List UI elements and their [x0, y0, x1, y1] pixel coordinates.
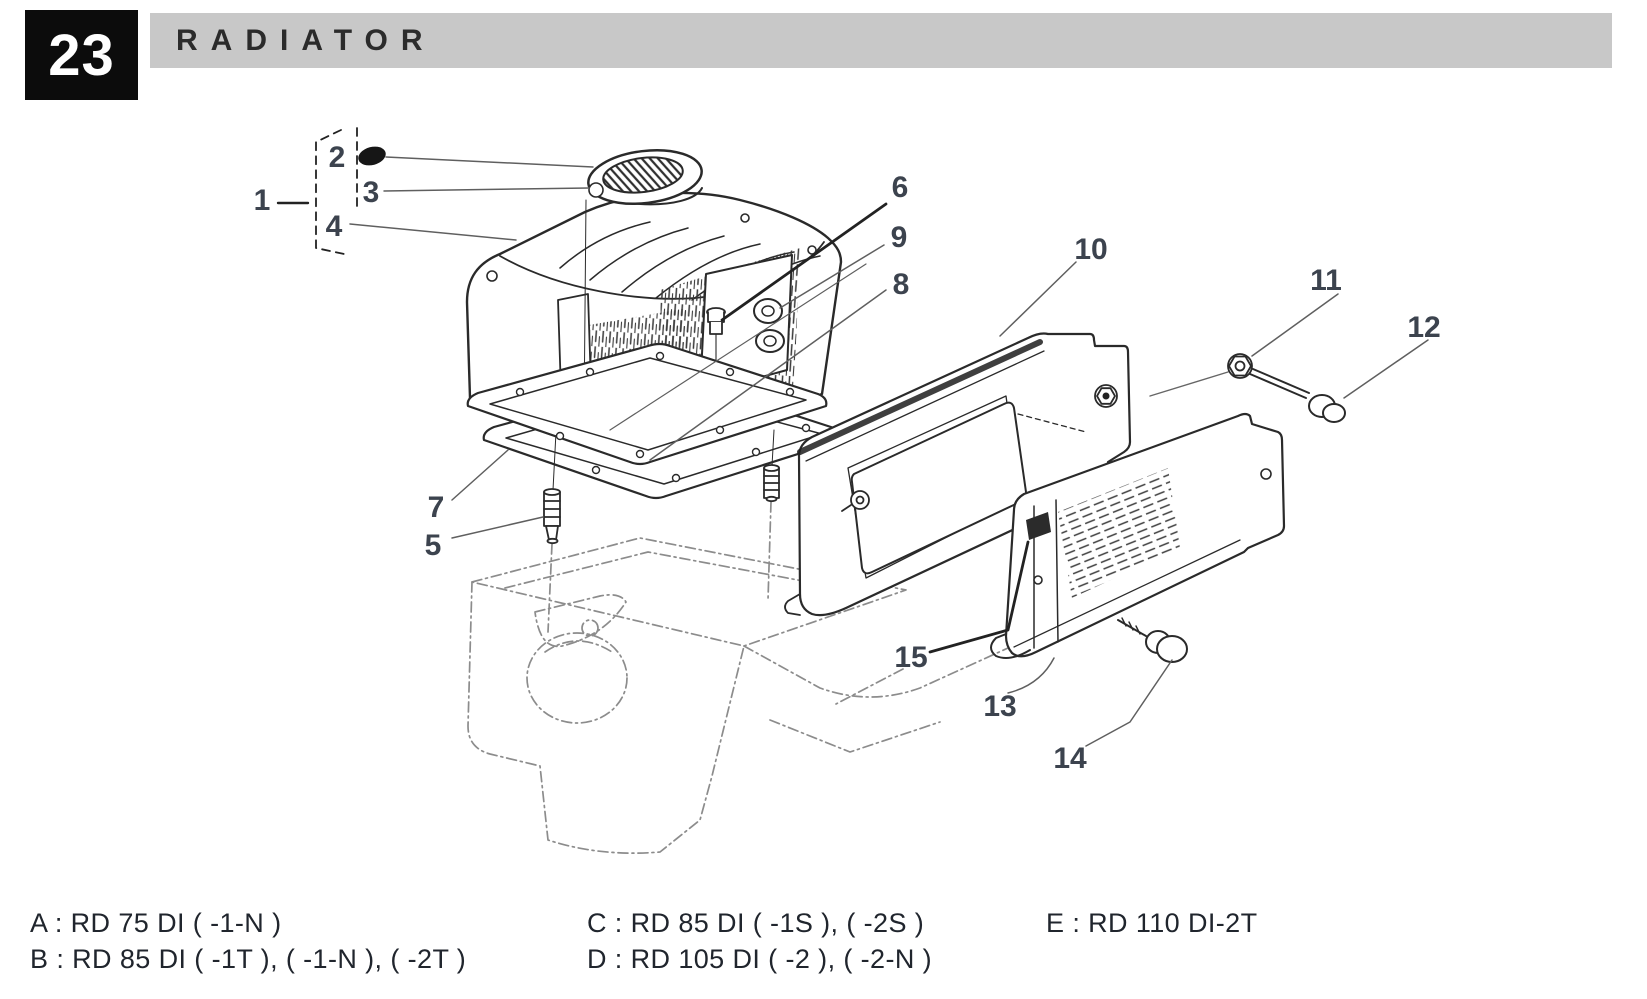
filler-neck — [587, 149, 703, 206]
fan-shroud-panel — [784, 332, 1132, 617]
port-upper — [753, 298, 783, 324]
legend-model: RD 110 DI-2T — [1088, 908, 1258, 938]
legend-key: C — [587, 908, 607, 938]
callout-6: 6 — [891, 171, 909, 204]
mounting-stud-left — [543, 431, 561, 545]
legend-key: D — [587, 944, 607, 974]
mounting-stud-right — [763, 429, 780, 503]
callout-15: 15 — [894, 641, 928, 674]
callout-9: 9 — [890, 221, 908, 254]
callout-10: 10 — [1074, 233, 1108, 266]
filler-cap — [358, 146, 386, 166]
callout-12: 12 — [1407, 311, 1441, 344]
legend-entry-a: A : RD 75 DI ( -1-N ) — [30, 908, 281, 939]
shroud-bolt — [1249, 368, 1346, 423]
legend-entry-c: C : RD 85 DI ( -1S ), ( -2S ) — [587, 908, 924, 939]
drain-plug — [706, 307, 726, 405]
callout-4: 4 — [325, 210, 343, 243]
callout-8: 8 — [892, 268, 910, 301]
legend-model: RD 85 DI ( -1T ), ( -1-N ), ( -2T ) — [72, 944, 467, 974]
callout-7: 7 — [427, 491, 445, 524]
callout-5: 5 — [424, 529, 442, 562]
grille-bolt — [1117, 617, 1188, 663]
legend-separator: : — [606, 944, 631, 974]
port-lower — [755, 329, 785, 353]
callout-13: 13 — [983, 690, 1017, 723]
cap-group-bracket — [276, 127, 386, 255]
legend-model: RD 75 DI ( -1-N ) — [70, 908, 282, 938]
page-title: RADIATOR — [176, 23, 436, 57]
legend-model: RD 85 DI ( -1S ), ( -2S ) — [630, 908, 925, 938]
engine-block-phantom-outline — [467, 501, 1009, 854]
radiator-body — [465, 149, 843, 466]
grille-screen-panel — [990, 412, 1286, 659]
shroud-ear-bolt — [1094, 384, 1118, 408]
bottom-flange — [466, 342, 828, 466]
header-title-bar: RADIATOR — [150, 13, 1612, 68]
callout-11: 11 — [1310, 264, 1342, 297]
legend-entry-b: B : RD 85 DI ( -1T ), ( -1-N ), ( -2T ) — [30, 944, 466, 975]
legend-separator: : — [606, 908, 631, 938]
callout-14: 14 — [1053, 742, 1087, 775]
callout-2: 2 — [328, 141, 346, 174]
section-number: 23 — [48, 22, 115, 88]
legend-separator: : — [48, 944, 73, 974]
legend-key: A — [30, 908, 47, 938]
callout-3: 3 — [362, 176, 380, 209]
panel-clip — [1026, 512, 1051, 540]
leader-lines — [349, 156, 1429, 747]
legend-key: E — [1046, 908, 1065, 938]
side-plate — [699, 254, 793, 395]
flange-nut — [1149, 353, 1253, 397]
callout-1: 1 — [253, 184, 271, 217]
screen-mesh — [1058, 468, 1180, 598]
legend-separator: : — [1064, 908, 1089, 938]
legend-entry-d: D : RD 105 DI ( -2 ), ( -2-N ) — [587, 944, 932, 975]
legend-separator: : — [46, 908, 71, 938]
legend-entry-e: E : RD 110 DI-2T — [1046, 908, 1258, 939]
legend-key: B — [30, 944, 49, 974]
legend-model: RD 105 DI ( -2 ), ( -2-N ) — [630, 944, 933, 974]
section-number-box: 23 — [25, 10, 138, 100]
shroud-side-bolt — [841, 490, 870, 512]
neck-seal-ring — [588, 182, 604, 198]
